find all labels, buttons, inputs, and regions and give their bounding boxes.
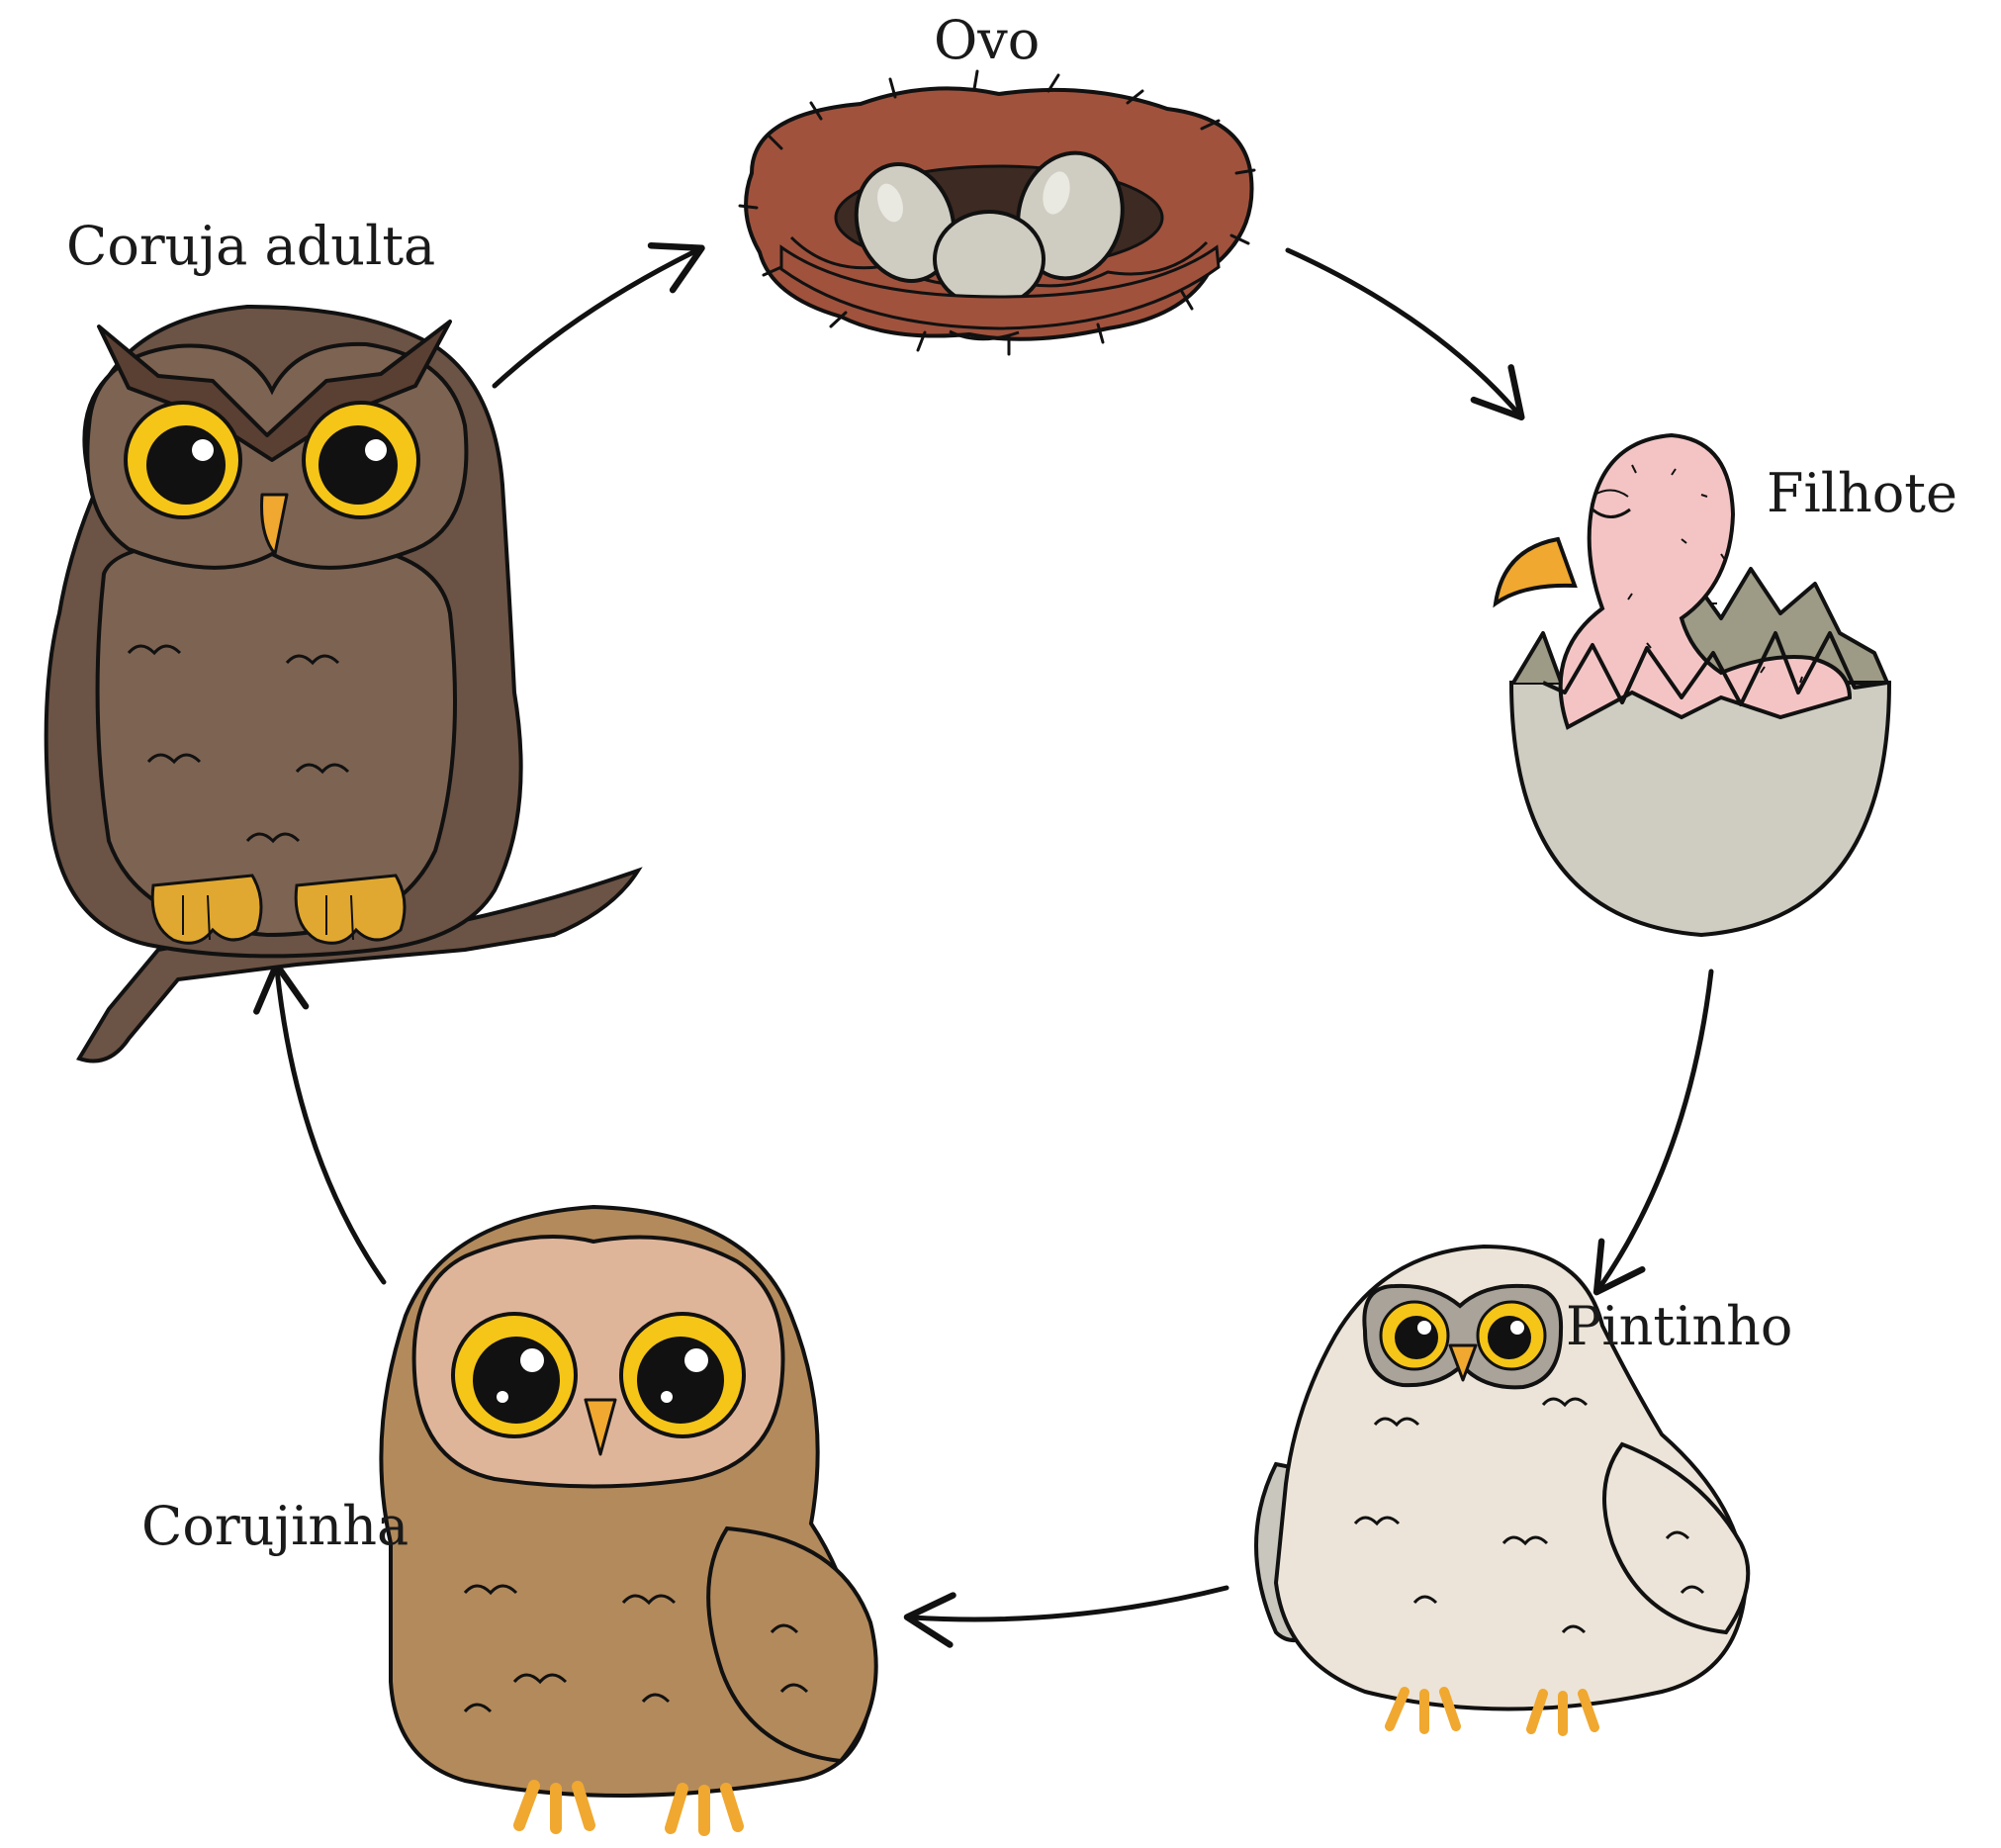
nest-with-eggs-icon (740, 71, 1254, 354)
arrow-ovo-to-filhote (1288, 250, 1518, 414)
stage-label-corujinha: Corujinha (141, 1500, 409, 1553)
adult-owl-on-branch-icon (46, 307, 638, 1062)
stage-label-pintinho: Pintinho (1566, 1300, 1792, 1353)
juvenile-brown-owl-icon (381, 1207, 875, 1830)
arrow-pintinho-to-corujinha (912, 1588, 1227, 1619)
arrow-corujinha-to-adulta (277, 970, 384, 1282)
arrow-filhote-to-pintinho (1599, 971, 1711, 1288)
stage-label-filhote: Filhote (1767, 467, 1957, 520)
stage-label-ovo: Ovo (934, 14, 1040, 67)
stage-label-coruja-adulta: Coruja adulta (66, 220, 435, 273)
arrow-adulta-to-ovo (495, 250, 697, 386)
